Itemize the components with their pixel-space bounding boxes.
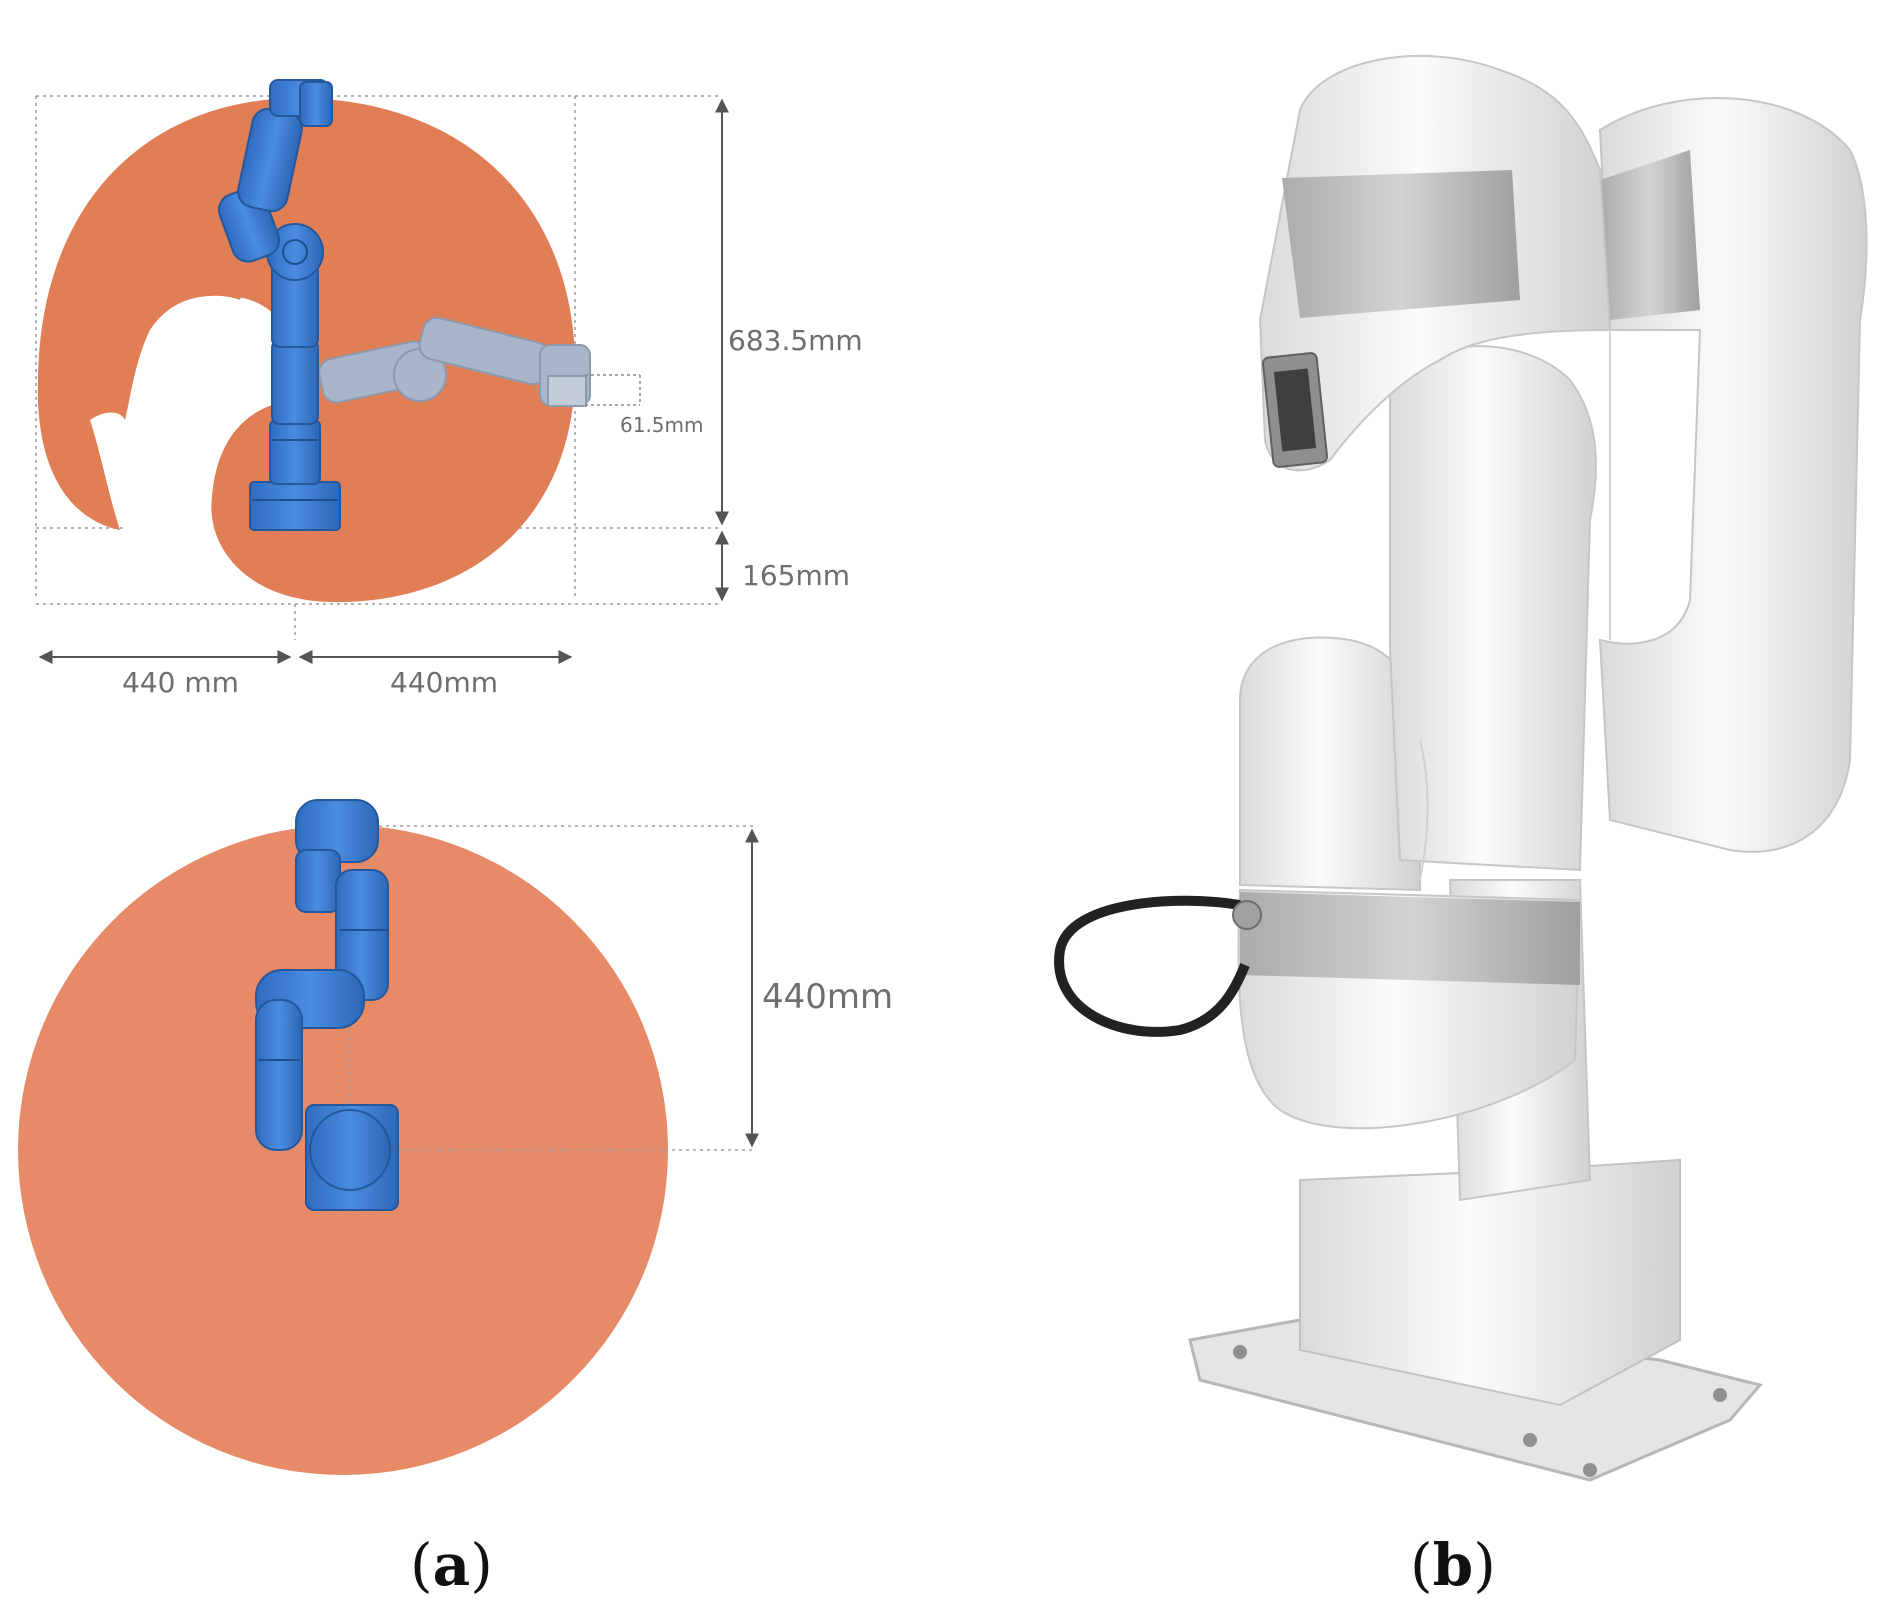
robot-shading-lines [1419, 330, 1611, 881]
tool-offset-marker [585, 374, 641, 406]
robot-base [249, 481, 341, 531]
robot-arm-top [255, 799, 399, 1211]
robot-joint-band-lower [1240, 892, 1580, 985]
caption-a: (a) [410, 1531, 493, 1599]
robot-label-plate [1261, 352, 1329, 468]
tool-offset-label: 61.5mm [620, 413, 704, 437]
side-view-diagram: 683.5mm 165mm 61.5mm 440 mm 440mm [35, 79, 863, 699]
robot-arm-extended-ghost [318, 316, 591, 407]
robot-arm-top-details [258, 929, 388, 1061]
robot-forearm [1389, 345, 1597, 872]
base-height-label: 165mm [742, 559, 850, 592]
base-plate-bolts [1233, 1345, 1727, 1477]
caption-b: (b) [1410, 1531, 1496, 1599]
right-reach-label: 440mm [390, 666, 498, 699]
robot-arm-vertical [217, 79, 341, 531]
side-workspace-void [90, 295, 292, 532]
robot-joint-band-upper [1282, 170, 1520, 318]
cable-connector [1232, 900, 1262, 930]
robot-arm-joint-details [252, 239, 338, 501]
top-view-diagram: 440mm [18, 799, 893, 1475]
top-radius-label: 440mm [762, 977, 893, 1017]
robot-arm-photo [1054, 54, 1868, 1482]
left-reach-label: 440 mm [122, 666, 239, 699]
robot-joint-band-wrist [1600, 150, 1700, 320]
total-height-label: 683.5mm [728, 324, 863, 357]
robot-cable [1054, 895, 1250, 1037]
